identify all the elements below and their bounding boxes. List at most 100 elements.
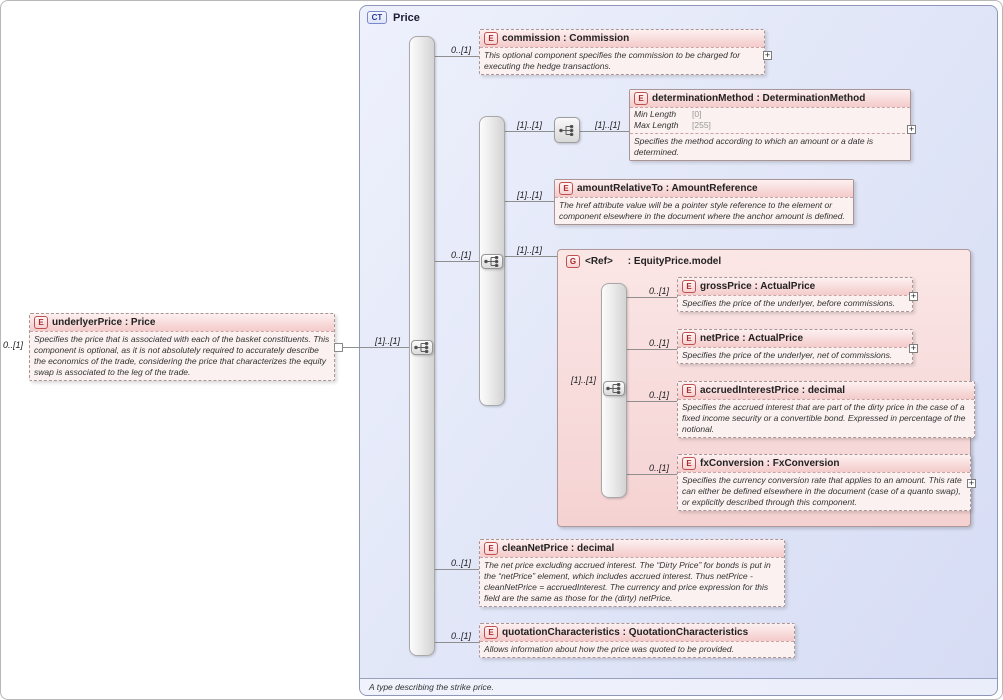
element-commission[interactable]: E commission : Commission This optional … <box>479 29 765 75</box>
element-annotation: Specifies the currency conversion rate t… <box>678 473 970 510</box>
element-title: fxConversion : FxConversion <box>700 458 840 469</box>
sequence-compositor-icon[interactable] <box>411 340 433 355</box>
cardinality-label: 0..[1] <box>451 631 472 641</box>
connector-line <box>343 347 411 348</box>
connector-line <box>435 56 479 57</box>
connector-line <box>435 569 479 570</box>
cardinality-label: [1]..[1] <box>571 375 597 385</box>
sequence-compositor-icon[interactable] <box>603 381 625 396</box>
element-icon: E <box>484 542 498 555</box>
cardinality-label: 0..[1] <box>649 286 670 296</box>
expand-plus-button[interactable]: + <box>907 124 916 134</box>
element-icon: E <box>34 316 48 329</box>
element-accruedInterestPrice[interactable]: E accruedInterestPrice : decimal Specifi… <box>677 381 975 438</box>
element-facets: Min Length [0] Max Length [255] <box>630 108 910 135</box>
connector-line <box>627 474 677 475</box>
element-icon: E <box>682 457 696 470</box>
element-amountRelativeTo[interactable]: E amountRelativeTo : AmountReference The… <box>554 179 854 225</box>
element-header: E commission : Commission <box>480 30 764 48</box>
expand-plus-button[interactable]: + <box>909 343 918 353</box>
cardinality-label: [1]..[1] <box>517 190 543 200</box>
element-icon: E <box>484 626 498 639</box>
connector-line <box>435 642 479 643</box>
connector-line <box>627 297 677 298</box>
sequence-compositor-icon[interactable] <box>481 254 503 269</box>
complextype-header: CT Price <box>367 11 420 24</box>
group-type: : EquityPrice.model <box>627 256 722 267</box>
element-title: quotationCharacteristics : QuotationChar… <box>502 627 749 638</box>
cardinality-label: 0..[1] <box>451 558 472 568</box>
cardinality-label: [1]..[1] <box>595 120 621 130</box>
element-quotationCharacteristics[interactable]: E quotationCharacteristics : QuotationCh… <box>479 623 795 658</box>
element-header: E fxConversion : FxConversion <box>678 455 970 473</box>
cardinality-label: [1]..[1] <box>375 336 401 346</box>
element-header: E underlyerPrice : Price <box>30 314 334 332</box>
element-annotation: Specifies the price of the underlyer, ne… <box>678 348 912 363</box>
element-cleanNetPrice[interactable]: E cleanNetPrice : decimal The net price … <box>479 539 785 607</box>
connector-line <box>505 131 554 132</box>
element-title: amountRelativeTo : AmountReference <box>577 183 758 194</box>
connector-line <box>505 256 557 257</box>
element-title: accruedInterestPrice : decimal <box>700 385 846 396</box>
element-annotation: Specifies the price that is associated w… <box>30 332 334 380</box>
connector-line <box>580 131 629 132</box>
facet-value: [255] <box>692 120 711 131</box>
element-title: underlyerPrice : Price <box>52 317 156 328</box>
complextype-icon: CT <box>367 11 387 24</box>
cardinality-label: 0..[1] <box>451 45 472 55</box>
cardinality-label: 0..[1] <box>649 338 670 348</box>
element-icon: E <box>682 280 696 293</box>
element-title: commission : Commission <box>502 33 630 44</box>
element-icon: E <box>682 384 696 397</box>
element-header: E netPrice : ActualPrice <box>678 330 912 348</box>
element-header: E quotationCharacteristics : QuotationCh… <box>480 624 794 642</box>
cardinality-label: 0..[1] <box>451 250 472 260</box>
expand-plus-button[interactable]: + <box>967 478 976 488</box>
cardinality-label: [1]..[1] <box>517 245 543 255</box>
element-title: netPrice : ActualPrice <box>700 333 804 344</box>
element-header: E cleanNetPrice : decimal <box>480 540 784 558</box>
element-grossPrice[interactable]: E grossPrice : ActualPrice Specifies the… <box>677 277 913 312</box>
group-name: <Ref> <box>585 256 613 267</box>
element-annotation: The href attribute value will be a point… <box>555 198 853 224</box>
cardinality-label: 0..[1] <box>3 340 24 350</box>
element-annotation: Specifies the accrued interest that are … <box>678 400 974 437</box>
element-icon: E <box>634 92 648 105</box>
element-annotation: Specifies the method according to which … <box>630 134 910 160</box>
element-title: determinationMethod : DeterminationMetho… <box>652 93 866 104</box>
element-annotation: The net price excluding accrued interest… <box>480 558 784 606</box>
element-annotation: Allows information about how the price w… <box>480 642 794 657</box>
cardinality-label: 0..[1] <box>649 463 670 473</box>
facet-name: Min Length <box>634 109 677 119</box>
expand-plus-button[interactable]: + <box>763 50 772 60</box>
element-header: E grossPrice : ActualPrice <box>678 278 912 296</box>
expand-plus-button[interactable]: + <box>909 291 918 301</box>
element-fxConversion[interactable]: E fxConversion : FxConversion Specifies … <box>677 454 971 511</box>
element-title: cleanNetPrice : decimal <box>502 543 615 554</box>
element-title: grossPrice : ActualPrice <box>700 281 816 292</box>
cardinality-label: 0..[1] <box>649 390 670 400</box>
element-icon: E <box>484 32 498 45</box>
facet-name: Max Length <box>634 120 679 131</box>
element-determinationMethod[interactable]: E determinationMethod : DeterminationMet… <box>629 89 911 161</box>
connector-line <box>627 401 677 402</box>
group-header: G <Ref> : EquityPrice.model <box>558 250 970 273</box>
connector-line <box>627 349 677 350</box>
element-header: E amountRelativeTo : AmountReference <box>555 180 853 198</box>
element-icon: E <box>559 182 573 195</box>
connector-line <box>435 261 481 262</box>
element-underlyerPrice[interactable]: E underlyerPrice : Price Specifies the p… <box>29 313 335 381</box>
complextype-annotation: A type describing the strike price. <box>360 678 997 695</box>
connector-handle-icon[interactable] <box>334 343 343 352</box>
connector-line <box>505 201 554 202</box>
element-netPrice[interactable]: E netPrice : ActualPrice Specifies the p… <box>677 329 913 364</box>
element-header: E accruedInterestPrice : decimal <box>678 382 974 400</box>
facet-value: [0] <box>692 109 702 119</box>
element-annotation: Specifies the price of the underlyer, be… <box>678 296 912 311</box>
element-icon: E <box>682 332 696 345</box>
group-icon: G <box>566 255 580 268</box>
element-annotation: This optional component specifies the co… <box>480 48 764 74</box>
sequence-compositor-icon[interactable] <box>554 117 580 143</box>
complextype-title: Price <box>393 11 420 24</box>
